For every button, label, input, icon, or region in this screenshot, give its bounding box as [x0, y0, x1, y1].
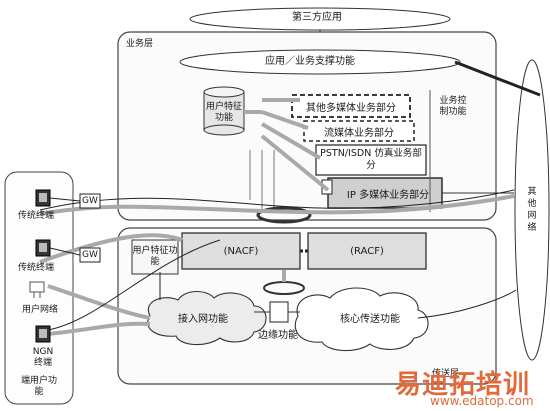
- app-support-ellipse: [179, 49, 461, 75]
- gw-label-2: GW: [82, 250, 98, 260]
- service-stratum-title: 业务层: [126, 39, 154, 49]
- gw-label-1: GW: [82, 196, 98, 206]
- other-networks-ellipse: [514, 59, 550, 361]
- transport-user-profile-label: 用户特征功能: [132, 246, 178, 267]
- transport-stratum-title: 传送层: [432, 369, 460, 379]
- access-network-cloud: [147, 290, 267, 346]
- edge-box: [269, 301, 289, 323]
- core-transport-label: 核心传送功能: [340, 314, 400, 325]
- user-profile-db: [203, 86, 245, 136]
- customer-network-icon: [29, 281, 45, 298]
- watermark-url: www.edatop.com: [430, 394, 534, 408]
- end-user-frame: [4, 171, 74, 405]
- user-profile-transport-box: [131, 239, 179, 275]
- nacf-box: [181, 232, 301, 270]
- streaming-box: [303, 120, 415, 142]
- ngn-terminal-label: NGN终端: [32, 347, 54, 368]
- other-multimedia-box: [291, 94, 411, 118]
- ip-multimedia-label: IP 多媒体业务部分: [346, 189, 430, 201]
- third-party-app-label: 第三方应用: [292, 12, 342, 23]
- customer-network-label: 用户网络: [22, 305, 59, 315]
- edge-function-label: 边缘功能: [258, 330, 298, 341]
- nacf-label: (NACF): [223, 245, 259, 257]
- pstn-isdn-label: PSTN/ISDN 仿真业务部分: [320, 148, 422, 171]
- service-user-profile-label: 用户特征功能: [206, 102, 243, 123]
- core-transport-cloud: [294, 287, 429, 352]
- streaming-label: 流媒体业务部分: [324, 127, 394, 139]
- other-networks-label: 其他网络: [527, 187, 537, 233]
- racf-label: (RACF): [350, 245, 384, 257]
- watermark-brand: 易迪拓培训: [395, 370, 531, 400]
- access-network-label: 接入网功能: [178, 314, 228, 325]
- legacy-terminal-2-label: 传统终端: [18, 263, 55, 273]
- app-support-label: 应用／业务支撑功能: [265, 56, 355, 67]
- legacy-terminal-1-label: 传统终端: [18, 211, 55, 221]
- pstn-box: [315, 144, 427, 176]
- end-user-functions-label: 端用户功能: [20, 376, 57, 397]
- other-multimedia-label: 其他多媒体业务部分: [306, 102, 396, 114]
- service-control-label: 业务控制功能: [439, 96, 467, 117]
